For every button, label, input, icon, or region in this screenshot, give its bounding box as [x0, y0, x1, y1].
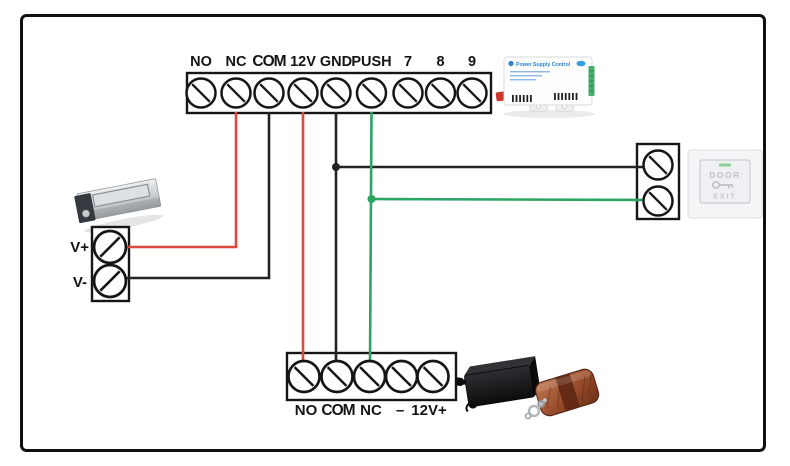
power-supply-shadow: [503, 110, 595, 118]
fob-band: [555, 373, 580, 411]
receiver-top-face: [464, 356, 536, 376]
terminal-screw: [185, 77, 217, 109]
wire-com-to-lock-vminus: [125, 112, 271, 280]
power-supply-unit: Power Supply Control: [495, 56, 595, 118]
terminal-screw: [642, 185, 674, 217]
exit-button-face: [699, 159, 751, 204]
terminal-screw: [456, 77, 488, 109]
fine-print-lines: [510, 71, 550, 81]
exit-button: DOOR EXIT: [687, 149, 763, 219]
terminal-screw: [642, 149, 674, 181]
fob-texture: [546, 375, 592, 409]
wire-push-to-bottom-nc: [368, 111, 373, 363]
terminal-label: 12V+: [411, 402, 447, 419]
terminal-screw: [392, 77, 424, 109]
terminal-screw: [253, 77, 285, 109]
terminal-label: NC: [226, 54, 247, 70]
wire-push-branch-to-exit: [371, 197, 647, 202]
power-supply-title: Power Supply Control: [516, 62, 571, 68]
terminal-screw: [355, 77, 388, 109]
terminal-screw: [320, 359, 354, 394]
led-indicator-icon: [719, 163, 731, 167]
wire-layer: [125, 111, 647, 363]
label-v-plus: V+: [70, 239, 89, 256]
lock-block-labels: V+ V-: [70, 239, 89, 291]
receiver-pigtail-wire: [465, 402, 471, 413]
maglock-front-shade: [80, 197, 161, 222]
exit-button-door-label: DOOR: [709, 170, 741, 180]
terminal-screw: [92, 263, 128, 299]
diagram-frame: [20, 14, 766, 452]
maglock-magnet-plate: [91, 183, 151, 208]
terminal-screw: [287, 359, 321, 394]
key-icon: [711, 180, 734, 190]
keychain-icon: [524, 397, 548, 420]
terminal-screw: [424, 77, 457, 109]
terminal-label: NO: [295, 402, 318, 419]
terminal-label: 8: [436, 54, 444, 70]
vent-slots-icon: [512, 93, 578, 102]
label-v-minus: V-: [73, 274, 87, 291]
terminal-label: COM: [321, 402, 354, 419]
terminal-screw: [287, 77, 319, 109]
receiver-plug-neck: [461, 379, 467, 385]
terminal-label: 9: [468, 54, 476, 70]
receiver-front-face: [464, 365, 535, 408]
terminal-label: COM: [252, 53, 285, 70]
terminal-screw: [92, 229, 128, 265]
terminal-screw: [384, 359, 419, 394]
terminal-label: 7: [404, 54, 412, 70]
terminal-screw: [416, 359, 450, 394]
terminal-screws: [92, 77, 674, 394]
receiver-box: [452, 356, 541, 413]
terminal-label: –: [396, 402, 404, 419]
cable-entry-icon: [82, 209, 90, 218]
terminal-label: GND: [320, 54, 352, 70]
terminal-screw: [320, 77, 352, 109]
maglock-end-cap: [74, 193, 96, 224]
terminal-screw: [220, 77, 252, 109]
remote-fob: [524, 368, 600, 420]
fob-highlight: [536, 370, 591, 392]
power-connector-icon: [495, 91, 506, 102]
brand-logo-icon: [508, 60, 514, 67]
wire-junction: [367, 195, 376, 203]
terminal-label: NC: [360, 402, 382, 419]
badge-icon: [576, 60, 586, 67]
terminal-label: PUSH: [351, 54, 391, 70]
wire-junction: [332, 163, 340, 171]
top-block-labels: NO NC COM 12V GND PUSH 7 8 9: [190, 53, 476, 70]
receiver-nub: [469, 402, 478, 409]
terminal-label: NO: [190, 54, 212, 70]
wire-nc-to-lock-vplus: [125, 112, 238, 249]
exit-button-exit-label: EXIT: [713, 194, 737, 201]
terminal-screw: [352, 359, 387, 394]
bottom-block-labels: NO COM NC – 12V+: [295, 402, 447, 419]
terminal-label: 12V: [290, 54, 316, 70]
